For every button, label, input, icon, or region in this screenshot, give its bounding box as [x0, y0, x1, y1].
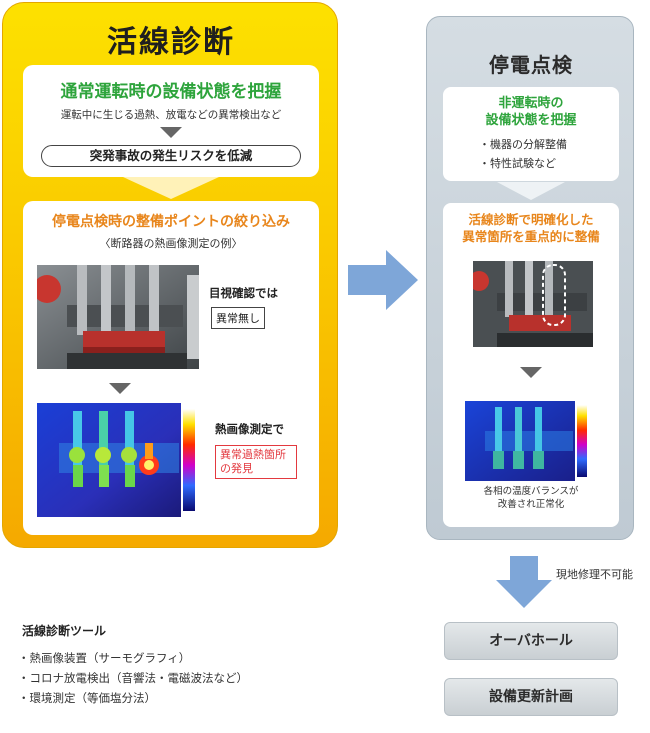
normal-operation-card: 通常運転時の設備状態を把握 運転中に生じる過熱、放電などの異常検出など 突発事故…	[23, 65, 319, 177]
focused-maintenance-heading: 活線診断で明確化した 異常箇所を重点的に整備	[443, 211, 619, 245]
normal-operation-description: 運転中に生じる過熱、放電などの異常検出など	[60, 109, 282, 121]
inspection-focus-heading: 停電点検時の整備ポイントの絞り込み	[52, 214, 290, 230]
small-down-arrow-icon	[520, 367, 542, 378]
non-operation-heading-line-1: 非運転時の	[498, 96, 564, 111]
list-item: ・特性試験など	[479, 157, 556, 170]
down-arrow-icon	[497, 182, 565, 200]
small-down-arrow-icon	[160, 127, 182, 138]
live-diagnosis-title: 活線診断	[107, 25, 235, 60]
thermal-example-caption: 〈断路器の熱画像測定の例〉	[99, 237, 243, 250]
non-operation-card: 非運転時の 設備状態を把握 ・機器の分解整備 ・特性試験など	[443, 87, 619, 181]
focused-maintenance-heading-line-2: 異常箇所を重点的に整備	[462, 229, 600, 244]
inspection-focus-card: 停電点検時の整備ポイントの絞り込み 〈断路器の熱画像測定の例〉	[23, 201, 319, 535]
overheat-detected-line-2: の発見	[220, 462, 253, 475]
focused-maintenance-card: 活線診断で明確化した 異常箇所を重点的に整備	[443, 203, 619, 527]
balance-improved-caption: 各相の温度バランスが 改善され正常化	[443, 485, 619, 511]
live-diagnosis-panel: 活線診断 通常運転時の設備状態を把握 運転中に生じる過熱、放電などの異常検出など…	[2, 2, 338, 548]
right-arrow-icon	[348, 250, 418, 310]
non-operation-heading: 非運転時の 設備状態を把握	[443, 95, 619, 129]
diagnosis-tools-list: ・熱画像装置（サーモグラフィ） ・コロナ放電検出（音響法・電磁波法など） ・環境…	[18, 648, 248, 708]
non-operation-heading-line-2: 設備状態を把握	[485, 113, 577, 128]
equipment-renewal-box: 設備更新計画	[444, 678, 618, 716]
disconnector-photo-after-image	[473, 261, 593, 347]
list-item: ・機器の分解整備	[479, 138, 567, 151]
balance-improved-caption-line-1: 各相の温度バランスが	[483, 486, 579, 497]
small-down-arrow-icon	[109, 383, 131, 394]
thermal-image-after	[465, 401, 601, 481]
thermal-image-graphic	[37, 403, 209, 517]
down-arrow-blue-icon	[496, 556, 552, 608]
no-abnormality-box: 異常無し	[211, 307, 265, 329]
disconnector-photo-after	[473, 261, 593, 347]
list-item: ・熱画像装置（サーモグラフィ）	[18, 651, 191, 665]
risk-reduction-pill: 突発事故の発生リスクを低減	[41, 145, 301, 167]
thermal-measurement-label: 熱画像測定で	[215, 422, 284, 436]
disconnector-photo-image	[37, 265, 199, 369]
balance-improved-caption-line-2: 改善され正常化	[497, 499, 565, 510]
thermal-image-after-graphic	[465, 401, 601, 481]
onsite-repair-impossible-note: 現地修理不可能	[556, 568, 633, 581]
list-item: ・環境測定（等価塩分法）	[18, 691, 156, 705]
focused-maintenance-heading-line-1: 活線診断で明確化した	[468, 212, 594, 227]
down-arrow-icon	[123, 177, 219, 199]
overhaul-box: オーバホール	[444, 622, 618, 660]
diagnosis-tools-title: 活線診断ツール	[22, 624, 107, 638]
outage-inspection-panel: 停電点検 非運転時の 設備状態を把握 ・機器の分解整備 ・特性試験など 活線診断…	[426, 16, 634, 540]
list-item: ・コロナ放電検出（音響法・電磁波法など）	[18, 671, 248, 685]
overheat-detected-line-1: 異常過熱箇所	[220, 448, 286, 461]
maintenance-list: ・機器の分解整備 ・特性試験など	[479, 135, 567, 173]
visual-check-label: 目視確認では	[209, 286, 278, 300]
normal-operation-heading: 通常運転時の設備状態を把握	[60, 82, 282, 102]
outage-inspection-title: 停電点検	[489, 53, 573, 77]
disconnector-photo	[37, 265, 199, 369]
overheat-detected-box: 異常過熱箇所 の発見	[215, 445, 297, 479]
thermal-image	[37, 403, 209, 517]
